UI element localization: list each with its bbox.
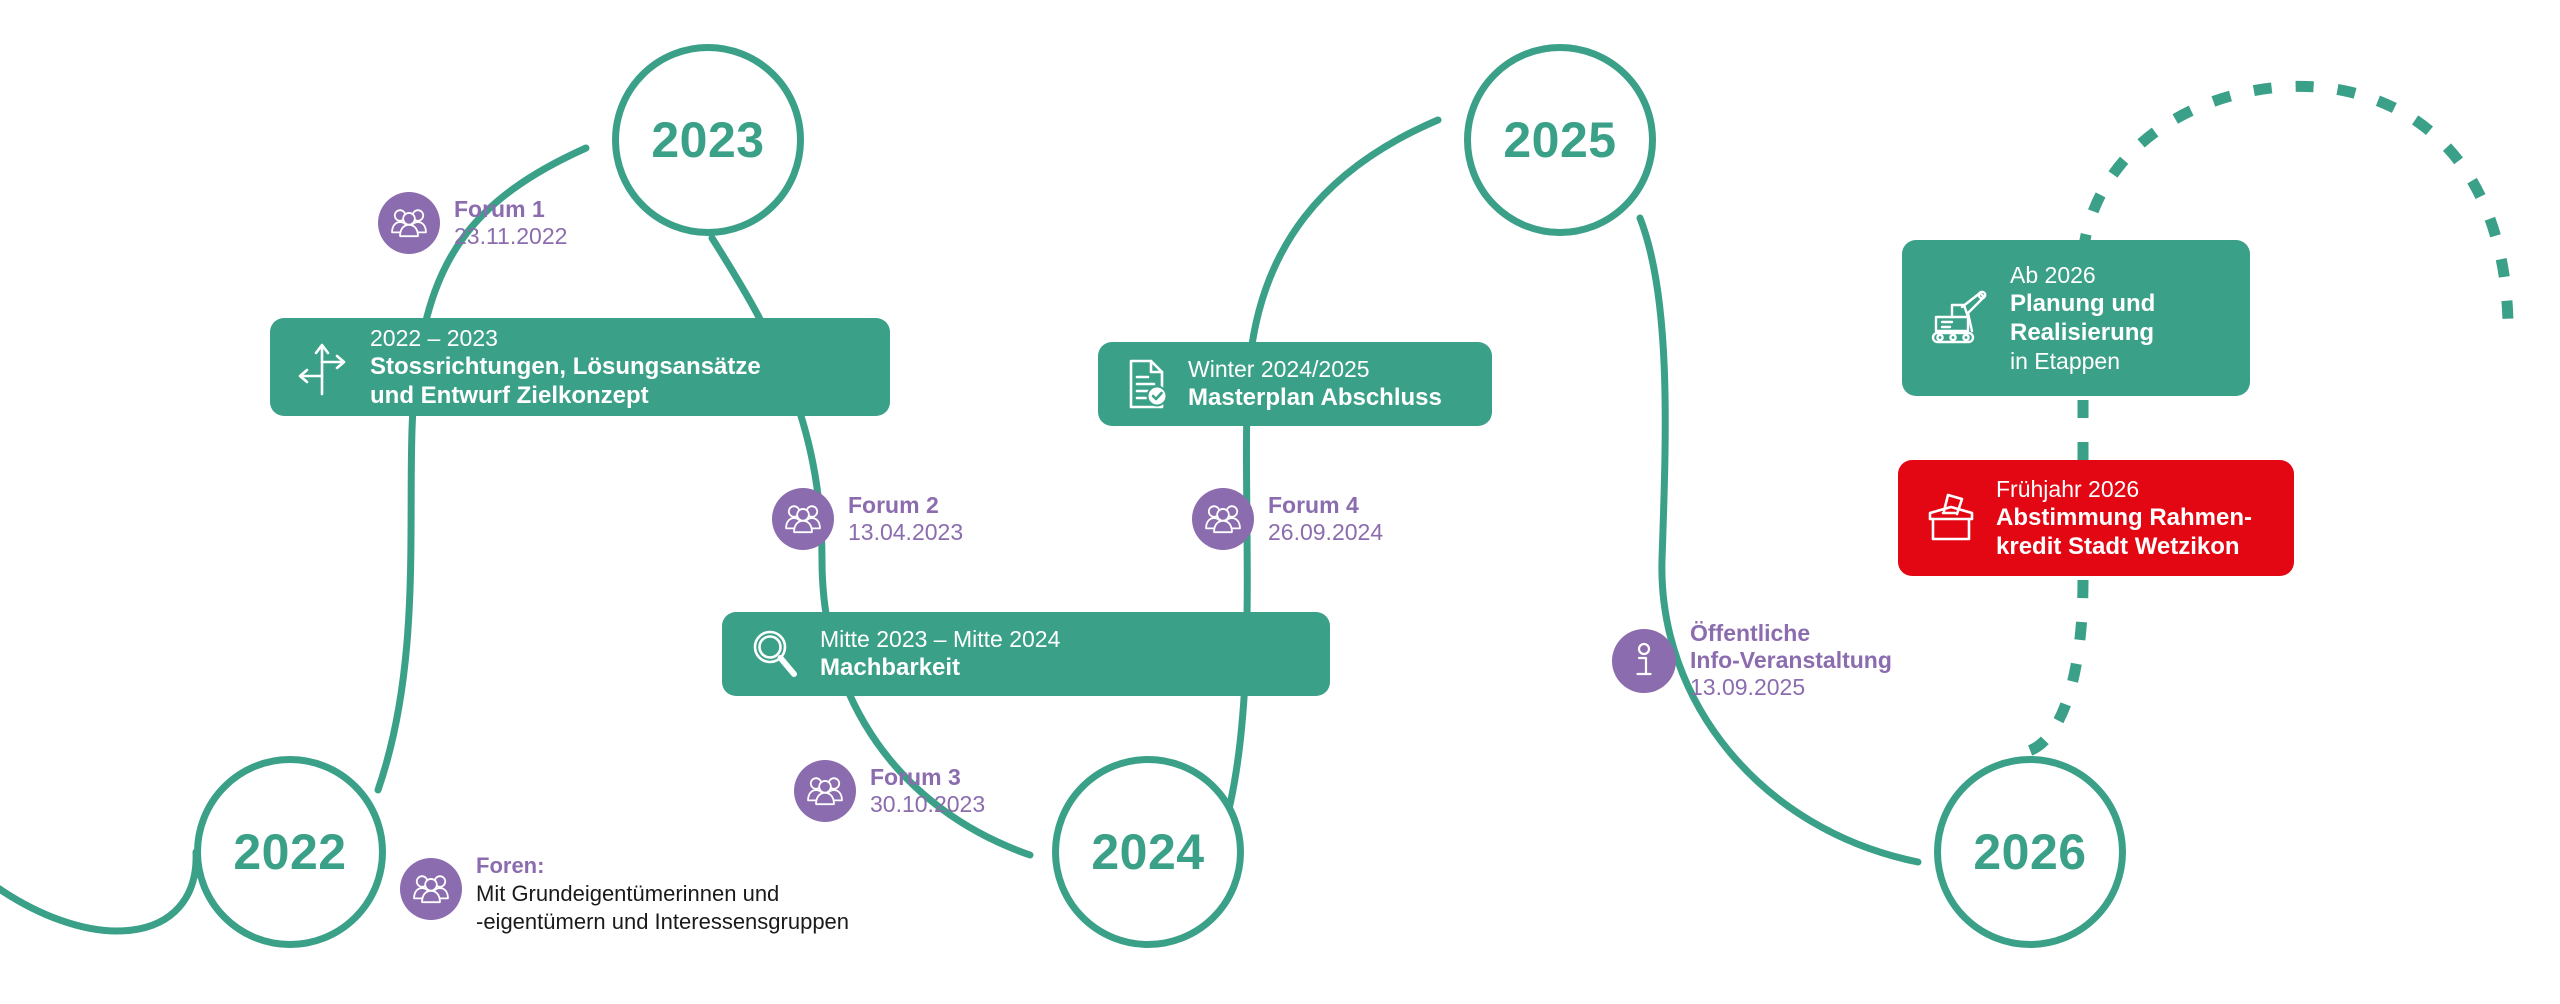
milestone-text-planung-realisierung: Ab 2026 Planung und Realisierung in Etap… (2010, 261, 2155, 376)
marker-info-veranstaltung[interactable]: Öffentliche Info-Veranstaltung 13.09.202… (1612, 620, 1892, 701)
milestone-text-machbarkeit: Mitte 2023 – Mitte 2024 Machbarkeit (820, 625, 1060, 682)
marker-forum-2[interactable]: Forum 2 13.04.2023 (772, 488, 963, 550)
milestone-text-stossrichtungen: 2022 – 2023 Stossrichtungen, Lösungsansä… (370, 324, 761, 411)
milestone-line3: in Etappen (2010, 348, 2120, 375)
year-circle-2024: 2024 (1052, 756, 1244, 948)
milestone-line2: kredit Stadt Wetzikon (1996, 533, 2240, 561)
milestone-box-masterplan[interactable]: Winter 2024/2025 Masterplan Abschluss (1098, 342, 1492, 426)
milestone-box-planung-realisierung[interactable]: Ab 2026 Planung und Realisierung in Etap… (1902, 240, 2250, 396)
marker-title: Forum 3 (870, 763, 961, 790)
path-2024-to-2025 (1218, 116, 1442, 839)
marker-forum-3-text: Forum 3 30.10.2023 (870, 764, 985, 818)
path-dashed-future-arc (2077, 80, 2514, 323)
marker-forum-4[interactable]: Forum 4 26.09.2024 (1192, 488, 1383, 550)
marker-date: 23.11.2022 (454, 223, 568, 249)
marker-forum-1[interactable]: Forum 1 23.11.2022 (378, 192, 567, 254)
people-icon (400, 858, 462, 920)
milestone-period: Mitte 2023 – Mitte 2024 (820, 626, 1061, 653)
year-label-2025: 2025 (1503, 112, 1617, 168)
year-circle-2022: 2022 (194, 756, 386, 948)
people-icon (378, 192, 440, 254)
magnifier-icon (748, 626, 802, 682)
path-dashed-red-to-2026 (2010, 579, 2089, 759)
marker-title: Forum 2 (848, 491, 939, 518)
year-label-2023: 2023 (651, 112, 765, 168)
legend-foren: Foren: Mit Grundeigentümerinnen und -eig… (400, 852, 849, 936)
milestone-period: Winter 2024/2025 (1188, 356, 1370, 383)
milestone-line1: Abstimmung Rahmen- (1996, 503, 2253, 531)
marker-info-veranstaltung-text: Öffentliche Info-Veranstaltung 13.09.202… (1690, 620, 1892, 701)
milestone-line2: und Entwurf Zielkonzept (370, 382, 649, 410)
path-2025-to-2026 (1636, 214, 1922, 866)
milestone-line1: Stossrichtungen, Lösungsansätze (370, 352, 761, 380)
marker-forum-3[interactable]: Forum 3 30.10.2023 (794, 760, 985, 822)
document-check-icon (1124, 357, 1170, 411)
marker-date: 13.09.2025 (1690, 674, 1806, 701)
excavator-icon (1928, 287, 1992, 349)
marker-title: Forum 1 (454, 195, 545, 222)
people-icon (1192, 488, 1254, 550)
marker-date: 26.09.2024 (1268, 519, 1384, 545)
milestone-period: Frühjahr 2026 (1996, 475, 2140, 502)
marker-title: Öffentliche (1690, 620, 1811, 646)
milestone-box-stossrichtungen[interactable]: 2022 – 2023 Stossrichtungen, Lösungsansä… (270, 318, 890, 416)
marker-forum-1-text: Forum 1 23.11.2022 (454, 196, 567, 250)
marker-date: 30.10.2023 (870, 791, 986, 817)
milestone-box-machbarkeit[interactable]: Mitte 2023 – Mitte 2024 Machbarkeit (722, 612, 1330, 696)
path-left-tail (0, 848, 200, 935)
year-circle-2026: 2026 (1934, 756, 2126, 948)
milestone-text-abstimmung: Frühjahr 2026 Abstimmung Rahmen- kredit … (1996, 475, 2252, 562)
year-label-2024: 2024 (1091, 824, 1205, 880)
marker-date: 13.04.2023 (848, 519, 964, 545)
ballot-box-icon (1924, 491, 1978, 545)
arrows-direction-icon (296, 336, 352, 398)
marker-title-line2: Info-Veranstaltung (1690, 647, 1892, 674)
year-label-2026: 2026 (1973, 824, 2087, 880)
milestone-line2: Realisierung (2010, 319, 2155, 346)
milestone-box-abstimmung[interactable]: Frühjahr 2026 Abstimmung Rahmen- kredit … (1898, 460, 2294, 576)
marker-forum-4-text: Forum 4 26.09.2024 (1268, 492, 1383, 546)
people-icon (794, 760, 856, 822)
legend-text: Foren: Mit Grundeigentümerinnen und -eig… (476, 852, 849, 936)
milestone-text-masterplan: Winter 2024/2025 Masterplan Abschluss (1188, 355, 1442, 412)
marker-title: Forum 4 (1268, 491, 1359, 518)
milestone-period: Ab 2026 (2010, 261, 2096, 288)
milestone-line1: Machbarkeit (820, 654, 961, 682)
year-label-2022: 2022 (233, 824, 347, 880)
year-circle-2023: 2023 (612, 44, 804, 236)
legend-title: Foren: (476, 853, 545, 878)
year-circle-2025: 2025 (1464, 44, 1656, 236)
milestone-line1: Planung und (2010, 289, 2156, 317)
milestone-period: 2022 – 2023 (370, 324, 498, 351)
milestone-line1: Masterplan Abschluss (1188, 384, 1442, 412)
legend-line2: -eigentümern und Interessensgruppen (476, 909, 850, 935)
people-icon (772, 488, 834, 550)
info-icon (1612, 628, 1676, 693)
legend-line1: Mit Grundeigentümerinnen und (476, 881, 780, 907)
marker-forum-2-text: Forum 2 13.04.2023 (848, 492, 963, 546)
